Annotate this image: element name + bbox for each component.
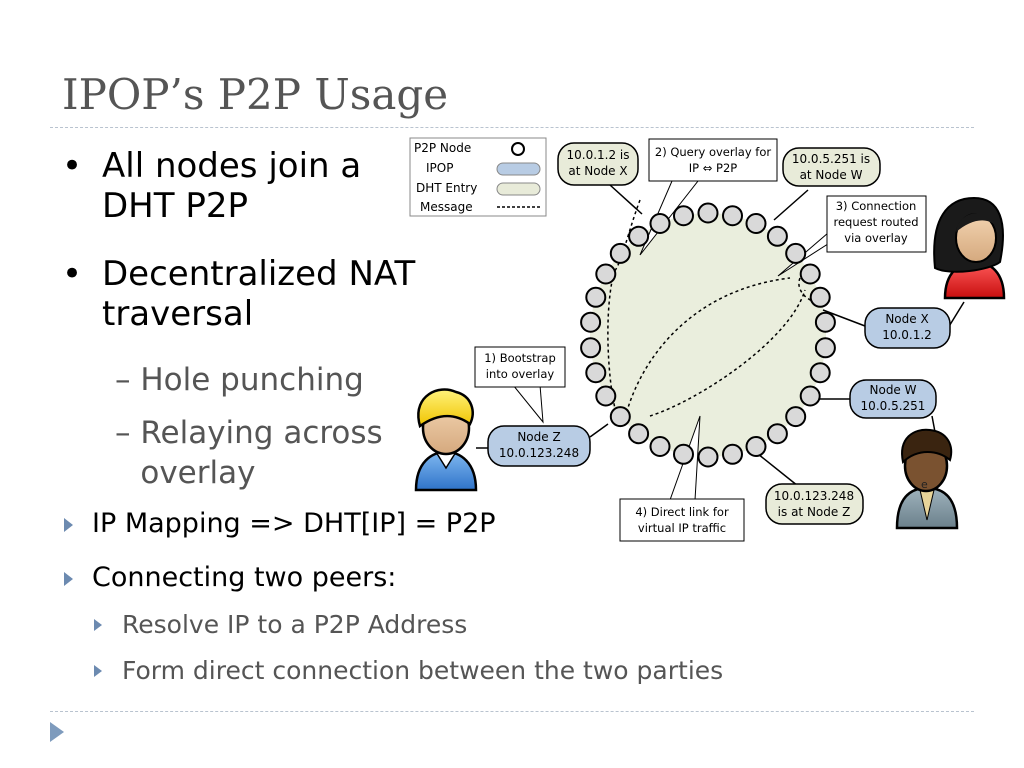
svg-text:10.0.5.251: 10.0.5.251 [861,399,926,413]
bullet-dot-icon: • [62,146,83,186]
bullet-text: All nodes join a DHT P2P [102,146,362,226]
p2p-node [585,362,607,384]
p2p-node [585,286,607,308]
bullet-text: Connecting two peers: [92,562,397,593]
person-dark-hair-icon [933,196,1006,300]
legend-node-icon [511,142,525,156]
sub-bullet-hole-punching: – Hole punching [115,360,390,400]
ipop-node-w: Node W 10.0.5.251 [849,379,937,419]
p2p-node [649,213,671,234]
p2p-node [649,436,671,457]
top-divider [50,127,974,128]
bullet-text: Decentralized NAT traversal [102,254,416,334]
callout-bootstrap-line1: 1) Bootstrap [484,351,556,365]
slide-title: IPOP’s P2P Usage [62,70,449,119]
ipop-node-z: Node Z 10.0.123.248 [487,425,591,467]
p2p-node [609,242,631,264]
dash-icon: – [115,362,131,398]
next-slide-arrow-icon[interactable] [50,722,64,742]
p2p-node [785,242,807,264]
p2p-node [595,385,617,407]
dht-entry-z: 10.0.123.248 is at Node Z [765,483,864,525]
callout-connreq-line2: request routed [833,215,918,229]
svg-text:10.0.1.2: 10.0.1.2 [882,328,932,342]
legend-label-dht: DHT Entry [416,181,477,195]
svg-text:is at Node Z: is at Node Z [778,505,851,519]
svg-text:at Node X: at Node X [568,164,627,178]
p2p-node [814,311,836,333]
overlay-ring-area [590,213,826,457]
p2p-node [809,362,831,384]
p2p-node [595,263,617,285]
dht-entry-x: 10.0.1.2 is at Node X [557,142,639,186]
legend-box: P2P Node IPOP DHT Entry Message [409,137,547,217]
dht-entry-w: 10.0.5.251 is at Node W [782,147,881,187]
callout-bootstrap-line2: into overlay [486,367,555,381]
p2p-node [580,337,602,359]
svg-text:10.0.5.251 is: 10.0.5.251 is [792,152,870,166]
triangle-bullet-icon [64,518,73,532]
person-blond-icon [414,388,478,492]
p2p-node [809,286,831,308]
p2p-node [766,225,788,247]
svg-text:Node Z: Node Z [517,430,560,444]
legend-dht-swatch [496,182,541,196]
p2p-node [814,337,836,359]
p2p-node [745,213,767,234]
svg-text:10.0.123.248: 10.0.123.248 [774,489,854,503]
callout-direct-line2: virtual IP traffic [638,521,726,535]
dash-icon: – [115,415,131,451]
callout-connreq-line3: via overlay [844,231,908,245]
svg-text:at Node W: at Node W [800,168,863,182]
callout-query: 2) Query overlay for IP ⇔ P2P [648,138,778,182]
ipop-node-x: Node X 10.0.1.2 [864,307,951,349]
callout-query-line1: 2) Query overlay for [655,145,771,159]
legend-label-p2p-node: P2P Node [414,141,471,155]
svg-text:10.0.123.248: 10.0.123.248 [499,446,579,460]
callout-connreq-line1: 3) Connection [836,199,917,213]
sub-bullet-text: Hole punching [140,362,364,398]
sub-bullet-text: Relaying across overlay [140,415,383,491]
legend-label-ipop: IPOP [426,161,453,175]
bottom-divider [50,711,974,712]
p2p-node [628,423,650,445]
p2p-node [766,423,788,445]
p2p-node [799,385,821,407]
sub-bullet-text: Resolve IP to a P2P Address [122,610,468,639]
callout-bootstrap: 1) Bootstrap into overlay [474,346,566,388]
legend-label-message: Message [420,200,473,214]
triangle-bullet-icon [94,665,102,677]
svg-text:10.0.1.2 is: 10.0.1.2 is [566,148,629,162]
triangle-bullet-icon [94,619,102,631]
p2p-node [580,311,602,333]
legend-ipop-swatch [496,162,541,176]
bullet-dot-icon: • [62,254,83,294]
p2p-node [722,205,743,227]
callout-query-line2: IP ⇔ P2P [689,161,738,175]
p2p-node [628,225,650,247]
callout-direct-line1: 4) Direct link for [635,505,729,519]
callout-direct-link: 4) Direct link for virtual IP traffic [619,498,745,542]
triangle-bullet-icon [64,572,73,586]
p2p-node [745,436,767,457]
callout-connection-request: 3) Connection request routed via overlay [826,195,927,253]
p2p-node [697,446,719,468]
p2p-node [722,443,743,465]
sub-bullet-relaying: – Relaying across overlay [115,413,390,493]
p2p-node [799,263,821,285]
person-brown-icon: e [895,428,959,530]
svg-text:Node X: Node X [885,312,928,326]
sub-bullet-text: Form direct connection between the two p… [122,656,724,685]
p2p-node [673,205,694,227]
p2p-node [697,202,719,224]
person-e-mark: e [921,478,928,491]
svg-text:Node W: Node W [870,383,917,397]
p2p-node [673,443,694,465]
bullet-text: IP Mapping => DHT[IP] = P2P [92,508,496,539]
p2p-node [785,406,807,428]
p2p-node [609,406,631,428]
